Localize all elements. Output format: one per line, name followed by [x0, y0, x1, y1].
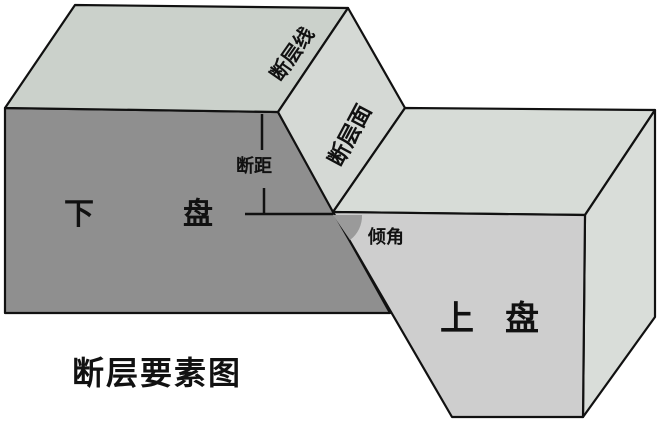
hanging-wall-label-1: 上: [440, 299, 474, 339]
dip-angle-arc: [333, 215, 363, 240]
dip-angle-label: 倾角: [368, 227, 404, 248]
footwall-label-2: 盘: [183, 197, 213, 232]
hanging-wall-label-2: 盘: [505, 299, 539, 339]
hanging-wall-front-face: [331, 210, 587, 419]
throw-label: 断距: [236, 156, 272, 177]
diagram-title: 断层要素图: [72, 354, 243, 392]
footwall-label-1: 下: [64, 197, 94, 232]
